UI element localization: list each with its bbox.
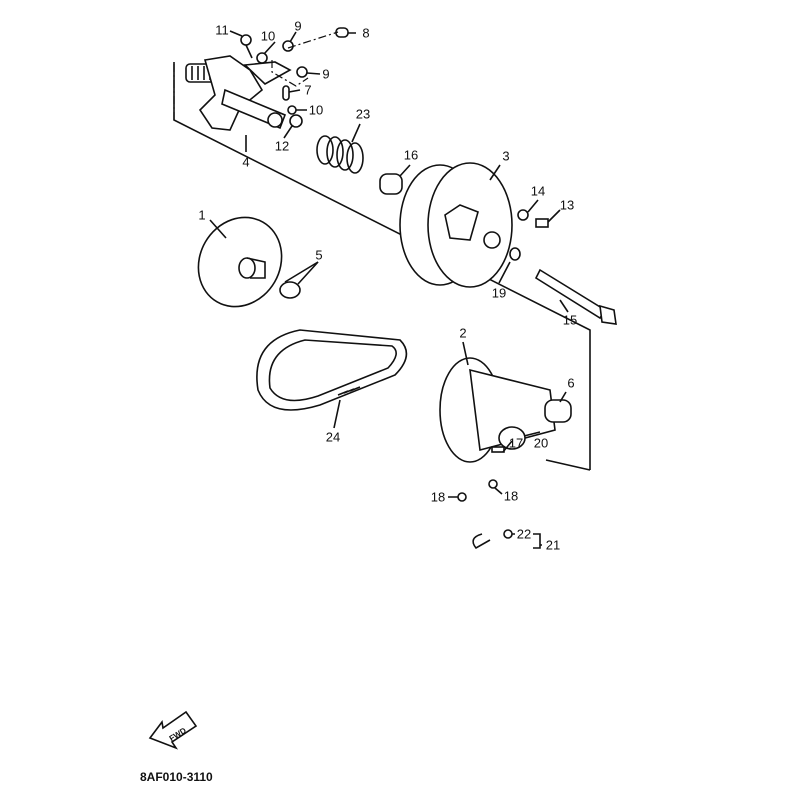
- callout-4: 4: [242, 154, 250, 170]
- callout-21: 21: [545, 537, 561, 553]
- callout-7: 7: [304, 82, 312, 98]
- callout-20: 20: [533, 435, 549, 451]
- fwd-arrow-icon: [148, 710, 198, 750]
- callout-22: 22: [516, 526, 532, 542]
- callout-13: 13: [559, 197, 575, 213]
- callout-10: 10: [308, 102, 324, 118]
- callout-23: 23: [355, 106, 371, 122]
- callout-9: 9: [294, 18, 302, 34]
- callout-5: 5: [315, 247, 323, 263]
- callout-12: 12: [274, 138, 290, 154]
- small-parts-top: [240, 27, 349, 128]
- callout-1: 1: [198, 207, 206, 223]
- part-18-washer-a: [457, 492, 467, 502]
- callout-9: 9: [322, 66, 330, 82]
- callout-18: 18: [430, 489, 446, 505]
- assembly-frame-lines: [173, 62, 591, 471]
- part-19-nut: [509, 247, 521, 261]
- part-20-bushing: [498, 426, 526, 450]
- part-14-washer: [517, 209, 529, 221]
- part-3-cam-cover: [399, 162, 513, 288]
- callout-24: 24: [325, 429, 341, 445]
- part-2-secondary-sheave: [439, 357, 572, 463]
- part-4-spider: [185, 55, 292, 131]
- callout-11: 11: [215, 22, 229, 38]
- part-6-collar: [544, 399, 572, 423]
- callout-18: 18: [503, 488, 519, 504]
- callout-2: 2: [459, 325, 467, 341]
- callout-10: 10: [260, 28, 276, 44]
- part-16-bushing: [379, 173, 403, 195]
- callout-17: 17: [508, 435, 524, 451]
- callout-16: 16: [403, 147, 419, 163]
- callout-19: 19: [491, 285, 507, 301]
- part-15-bolt: [534, 268, 617, 325]
- callout-3: 3: [502, 148, 510, 164]
- part-13-bolt: [535, 218, 549, 228]
- part-18-washer-b: [488, 479, 498, 489]
- callout-14: 14: [530, 183, 546, 199]
- part-23-spring: [316, 135, 364, 174]
- part-5-bushing: [279, 281, 301, 299]
- part-1-sheave: [197, 216, 283, 308]
- part-17-pin: [491, 446, 505, 453]
- leader-lines: [209, 30, 569, 546]
- callout-15: 15: [562, 312, 578, 328]
- callout-8: 8: [362, 25, 370, 41]
- callout-6: 6: [567, 375, 575, 391]
- part-24-belt: [256, 329, 408, 411]
- diagram-code: 8AF010-3110: [140, 770, 213, 784]
